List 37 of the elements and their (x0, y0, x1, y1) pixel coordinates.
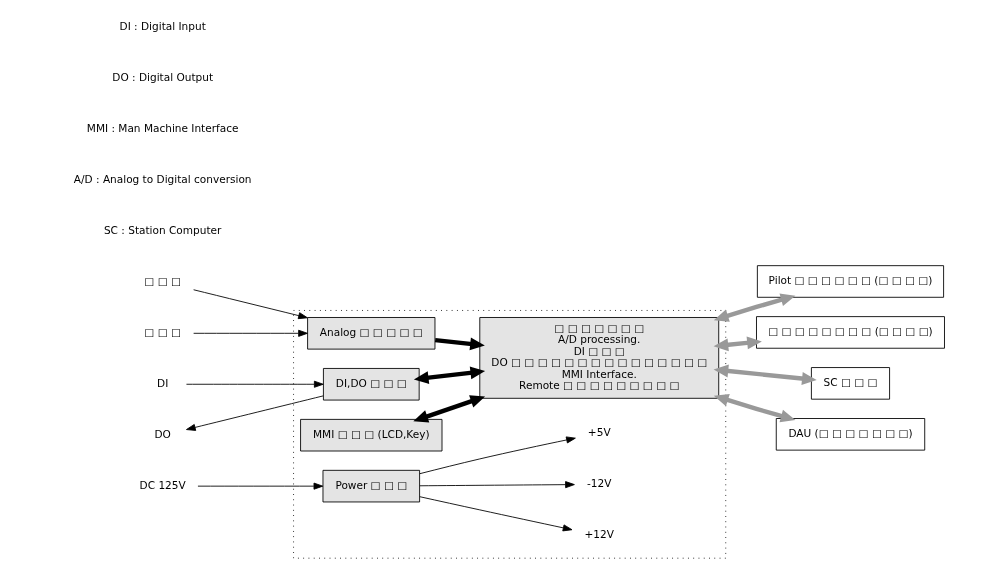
node-text: □ □ □ (143, 326, 181, 339)
arrow (185, 395, 324, 431)
node-text: +12V (584, 528, 614, 541)
arrow (418, 481, 575, 489)
label: MMI : Man Machine Interface (86, 122, 238, 135)
arrow (713, 293, 795, 322)
node-text: DI (156, 376, 168, 389)
label: DI : Digital Input (119, 20, 206, 33)
node-box: □ □ □ □ □ □ □ □ (□ □ □ □) (755, 316, 945, 349)
arrow (197, 482, 323, 490)
arrow (434, 337, 485, 351)
arrow (185, 380, 324, 388)
node-box: DI,DO □ □ □ (322, 368, 420, 401)
node-box: □ □ □ □ □ □ □ A/D processing. DI □ □ □ DO □ □ □ □ □ □ □ □ □ □ □ □ □ □ □ MMI Interface. Remote □ □ □ □ □ □ □ □ □ (478, 317, 719, 399)
node-text: DC 125V (139, 478, 186, 491)
node-box: Power □ □ □ (322, 469, 420, 503)
node-box: Analog □ □ □ □ □ (306, 317, 435, 350)
label: A/D : Analog to Digital conversion (73, 173, 252, 186)
arrow (412, 395, 485, 423)
arrow (713, 393, 795, 423)
node-box: Pilot □ □ □ □ □ □ (□ □ □ □) (756, 265, 944, 298)
node-box: DAU (□ □ □ □ □ □ □) (775, 418, 925, 451)
node-box: SC □ □ □ (810, 367, 890, 400)
node-box: MMI □ □ □ (LCD,Key) (299, 418, 442, 452)
arrow (713, 364, 817, 385)
arrow (713, 336, 762, 352)
arrow (413, 366, 485, 385)
arrow (192, 289, 308, 320)
node-text: □ □ □ (143, 275, 181, 288)
node-text: DO (153, 427, 171, 440)
arrow (418, 436, 576, 475)
node-text: -12V (586, 477, 611, 490)
node-text: +5V (587, 426, 611, 439)
arrow (418, 496, 572, 532)
arrow (192, 329, 308, 337)
label: DO : Digital Output (111, 71, 213, 84)
label: SC : Station Computer (103, 224, 221, 237)
